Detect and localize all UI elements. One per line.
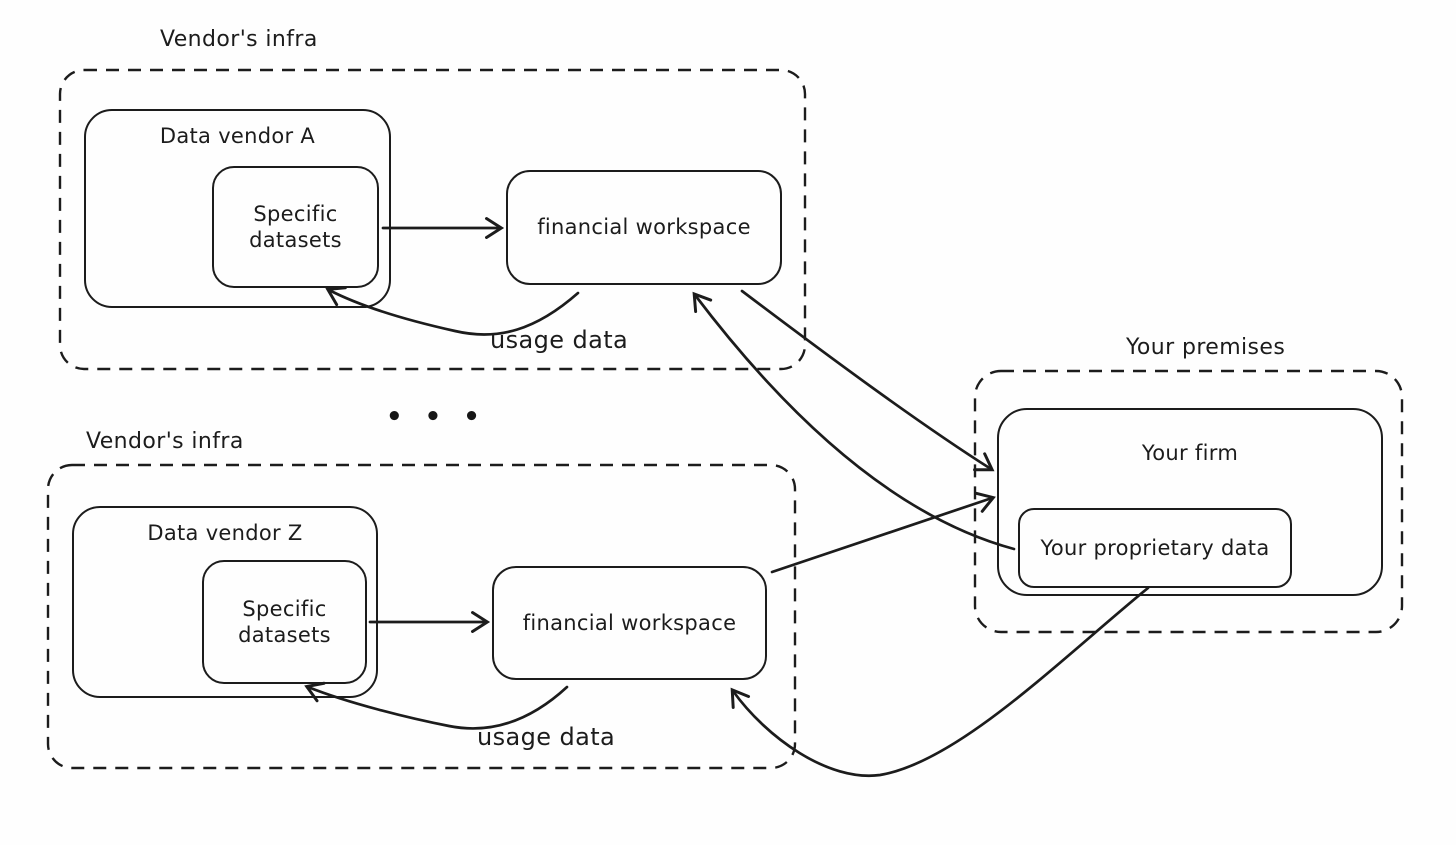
specific-datasets-a-label: Specific datasets: [249, 201, 342, 252]
data-vendor-a-label: Data vendor A: [159, 124, 316, 148]
data-vendor-z-label: Data vendor Z: [147, 521, 303, 545]
financial-workspace-z-label: financial workspace: [522, 610, 737, 635]
financial-workspace-z-box: financial workspace: [492, 566, 767, 680]
vendor-z-region-label: Vendor's infra: [86, 429, 244, 454]
usage-data-z-label: usage data: [477, 723, 616, 751]
arrow-workspace-z-to-firm: [770, 491, 996, 574]
data-vendor-z-box: Data vendor Z: [72, 506, 378, 698]
financial-workspace-a-box: financial workspace: [506, 170, 782, 285]
arrow-workspace-a-to-firm: [740, 289, 995, 472]
specific-datasets-z-label: Specific datasets: [238, 596, 331, 647]
your-proprietary-data-label: Your proprietary data: [1040, 535, 1270, 560]
premises-region-label: Your premises: [1126, 335, 1286, 360]
financial-workspace-a-label: financial workspace: [537, 215, 751, 240]
usage-data-a-label: usage data: [490, 326, 629, 354]
your-proprietary-data-box: Your proprietary data: [1018, 508, 1292, 588]
specific-datasets-z-box: Specific datasets: [202, 560, 367, 684]
your-firm-box: Your firm: [997, 408, 1383, 596]
data-vendor-a-box: Data vendor A: [84, 109, 391, 308]
arrow-proprietary-to-workspace-z: [730, 586, 1150, 778]
arrow-proprietary-to-workspace-a: [692, 291, 1016, 551]
specific-datasets-a-box: Specific datasets: [212, 166, 379, 288]
vendor-a-region-label: Vendor's infra: [160, 27, 318, 52]
your-firm-label: Your firm: [1141, 441, 1239, 465]
more-vendors-ellipsis: •••: [386, 402, 502, 432]
